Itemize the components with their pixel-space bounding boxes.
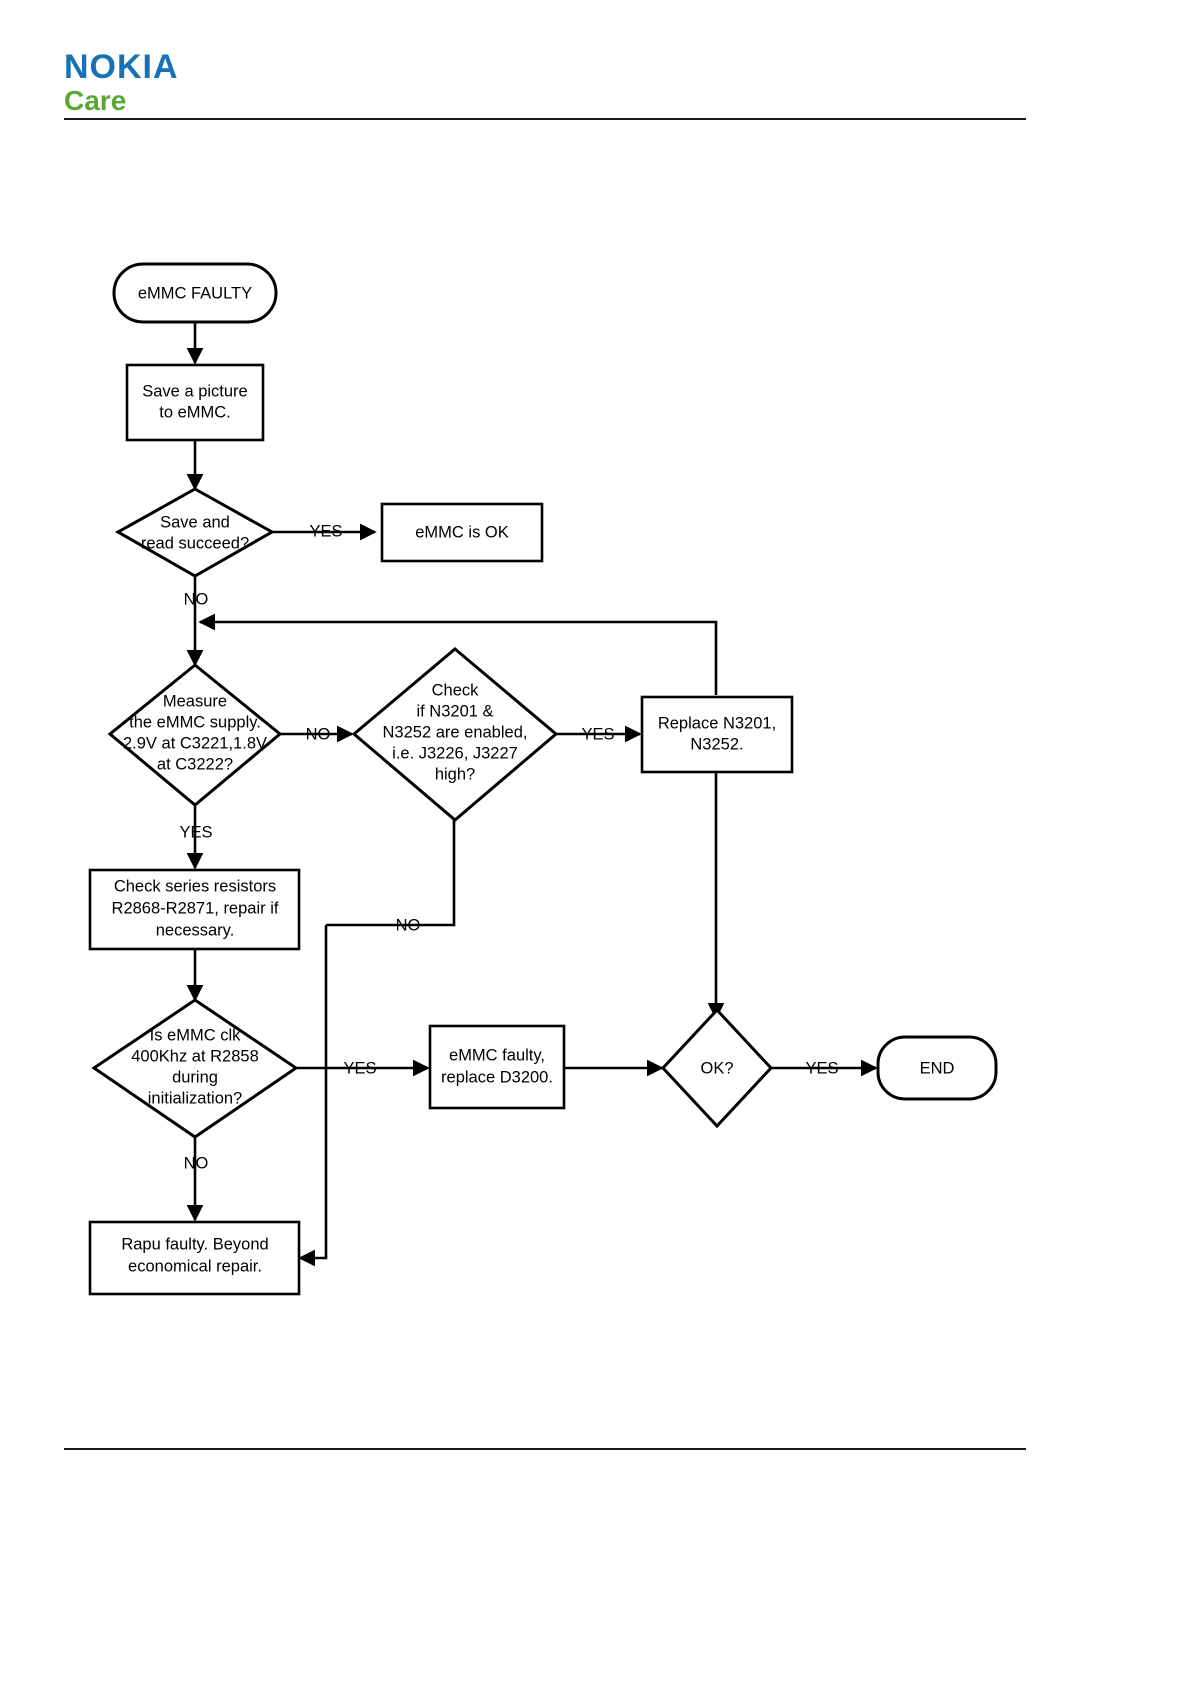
node-replace-n-line2: N3252. (690, 735, 743, 753)
care-wordmark: Care (64, 85, 127, 116)
node-replace-d-line1: eMMC faulty, (449, 1046, 545, 1064)
edge-label-clk-yes: YES (343, 1059, 376, 1077)
node-check-enabled-line4: i.e. J3226, J3227 (392, 744, 518, 762)
node-replace-d-line2: replace D3200. (441, 1068, 553, 1086)
node-ok-label: OK? (700, 1059, 733, 1077)
node-save-picture-line1: Save a picture (142, 382, 247, 400)
node-save-picture-line2: to eMMC. (159, 403, 231, 421)
nokia-wordmark: NOKIA (64, 48, 179, 86)
edge-label-measure-no: NO (306, 725, 331, 743)
edge-label-measure-yes: YES (179, 823, 212, 841)
node-rapu-line1: Rapu faulty. Beyond (121, 1235, 268, 1253)
node-is-emmc-clk (91, 998, 299, 1139)
edge-trunk-to-rapu (298, 925, 328, 1267)
node-check-enabled-line3: N3252 are enabled, (383, 723, 528, 741)
node-measure-line4: at C3222? (157, 755, 233, 773)
header-divider (64, 118, 1026, 120)
node-check-enabled-line1: Check (432, 681, 480, 699)
node-measure-line3: 2.9V at C3221,1.8V (123, 734, 267, 752)
node-clk-line3: during (172, 1068, 218, 1086)
edge-checken-no (326, 820, 456, 927)
edge-label-checken-no: NO (396, 916, 421, 934)
node-check-enabled (351, 647, 559, 822)
node-emmc-is-ok-label: eMMC is OK (415, 523, 509, 541)
node-end-label: END (920, 1059, 955, 1077)
node-save-read-line1: Save and (160, 513, 230, 531)
brand-header: NOKIA Care (64, 50, 1127, 115)
node-clk-line2: 400Khz at R2858 (131, 1047, 259, 1065)
footer-divider (64, 1448, 1026, 1450)
edge-label-checken-yes: YES (581, 725, 614, 743)
node-replace-n3201-n3252 (640, 695, 794, 774)
node-rapu-line2: economical repair. (128, 1257, 262, 1275)
node-save-picture (125, 363, 265, 442)
node-measure-line1: Measure (163, 692, 227, 710)
node-start-emmc-faulty (112, 262, 278, 324)
node-save-read-succeed (114, 487, 276, 578)
node-replace-d3200 (428, 1024, 566, 1110)
node-replace-n-line1: Replace N3201, (658, 714, 776, 732)
node-save-read-line2: read succeed? (141, 534, 249, 552)
node-check-res-line1: Check series resistors (114, 877, 276, 895)
node-measure-supply (107, 663, 283, 807)
node-clk-line4: initialization? (148, 1089, 242, 1107)
node-check-res-line2: R2868-R2871, repair if (112, 899, 279, 917)
edge-label-clk-no: NO (184, 1154, 209, 1172)
node-rapu-faulty (88, 1220, 301, 1296)
node-check-res-line3: necessary. (156, 921, 235, 939)
edge-label-ok-yes: YES (805, 1059, 838, 1077)
node-end (876, 1035, 998, 1101)
node-measure-line2: the eMMC supply. (129, 713, 261, 731)
node-clk-line1: Is eMMC clk (150, 1026, 242, 1044)
edge-label-saveread-yes: YES (309, 522, 342, 540)
node-check-enabled-line5: high? (435, 765, 475, 783)
node-ok-question (660, 1007, 774, 1129)
edge-label-saveread-no: NO (184, 590, 209, 608)
edge-replacen-loopback (198, 613, 718, 695)
node-check-series-resistors (88, 868, 301, 951)
node-start-label: eMMC FAULTY (138, 284, 252, 302)
node-check-enabled-line2: if N3201 & (416, 702, 493, 720)
node-emmc-is-ok (380, 502, 544, 563)
